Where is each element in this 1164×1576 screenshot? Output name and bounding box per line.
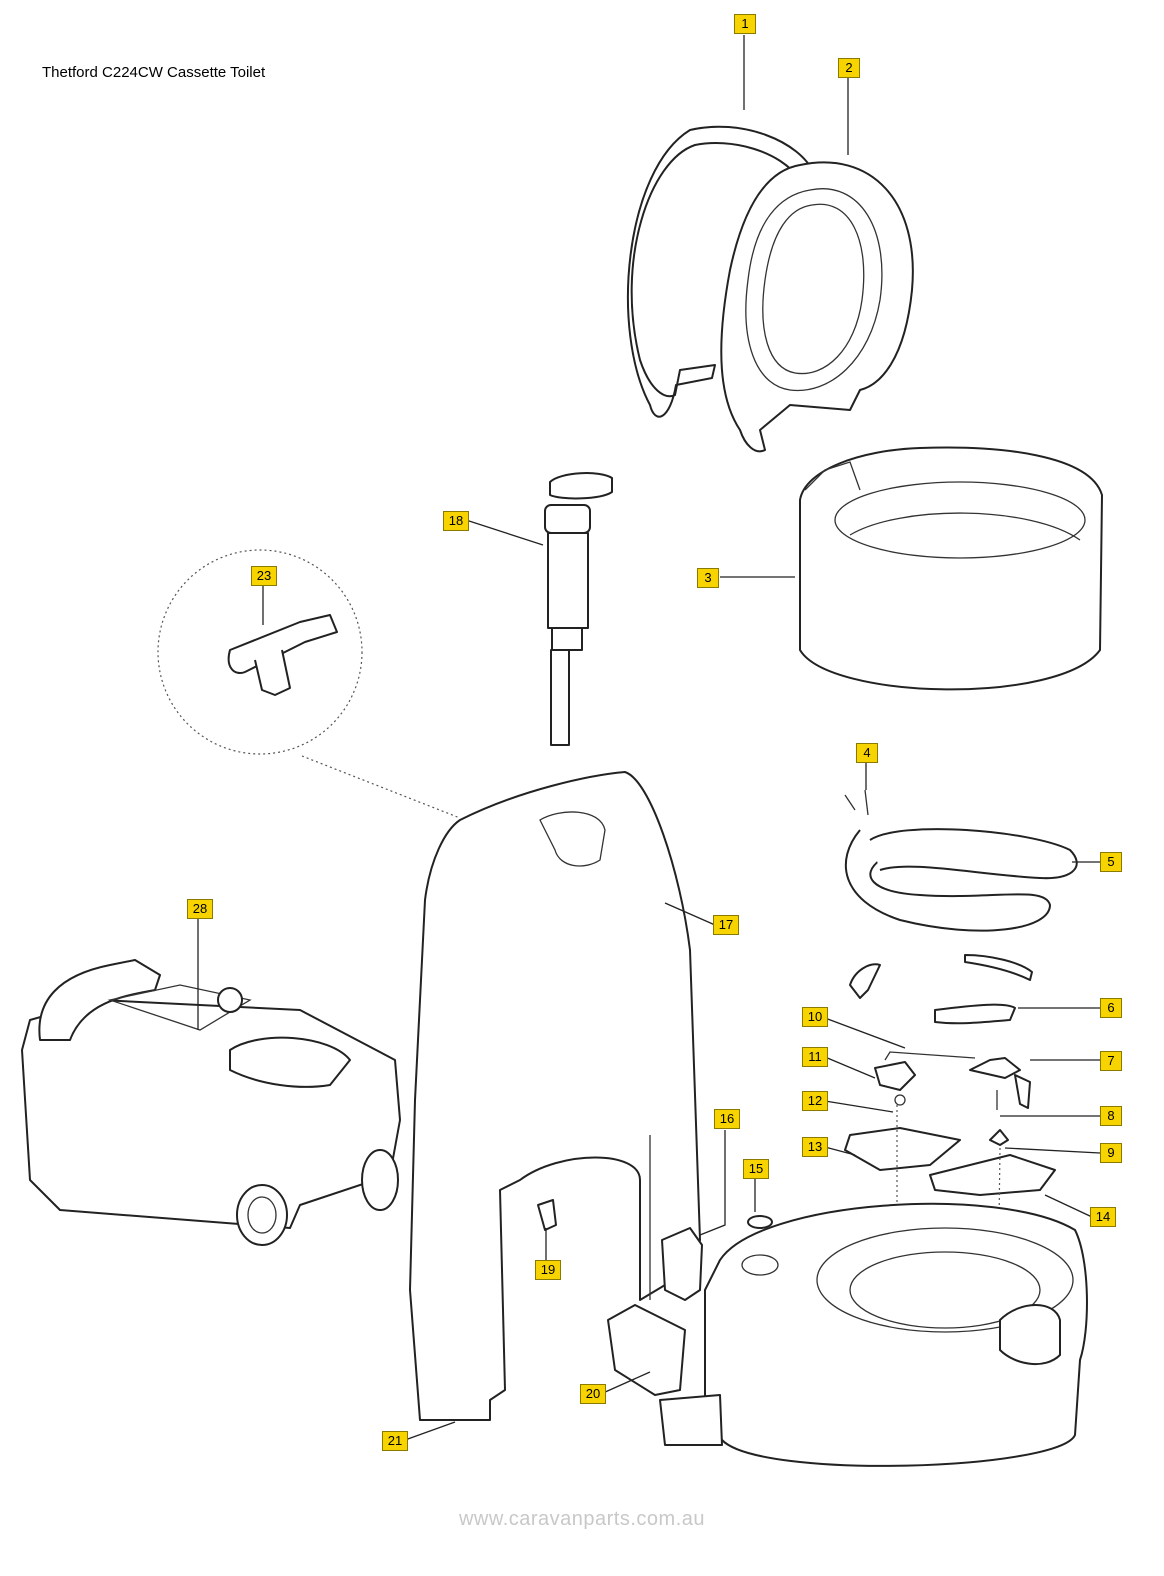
callout-2: 2 [838,58,860,78]
callout-4: 4 [856,743,878,763]
callout-16: 16 [714,1109,740,1129]
callout-15: 15 [743,1159,769,1179]
callout-3: 3 [697,568,719,588]
callout-7: 7 [1100,1051,1122,1071]
callout-28: 28 [187,899,213,919]
callout-9: 9 [1100,1143,1122,1163]
callout-12: 12 [802,1091,828,1111]
callout-1: 1 [734,14,756,34]
part-28-cassette-tank [21,959,401,1246]
toilet-base [659,1202,1088,1467]
part-17-rear-cover [409,771,701,1421]
callout-6: 6 [1100,998,1122,1018]
callout-5: 5 [1100,852,1122,872]
callout-11: 11 [802,1047,828,1067]
callout-20: 20 [580,1384,606,1404]
callout-leader-lines [197,35,1101,1441]
part-2-seat [720,161,914,453]
part-16-20-19-latches [537,1199,703,1396]
part-4-5-hoses [844,789,1078,932]
callout-21: 21 [382,1431,408,1451]
callout-8: 8 [1100,1106,1122,1126]
callout-10: 10 [802,1007,828,1027]
callout-17: 17 [713,915,739,935]
diagram-title: Thetford C224CW Cassette Toilet [42,64,266,81]
callout-18: 18 [443,511,469,531]
part-18-flush-pump [544,472,613,746]
part-23-valve-detail [157,549,461,819]
callout-19: 19 [535,1260,561,1280]
callout-14: 14 [1090,1207,1116,1227]
callout-13: 13 [802,1137,828,1157]
callout-23: 23 [251,566,277,586]
small-hardware-parts [844,954,1056,1301]
site-watermark: www.caravanparts.com.au [458,1508,706,1530]
part-3-bowl-top [799,446,1103,691]
